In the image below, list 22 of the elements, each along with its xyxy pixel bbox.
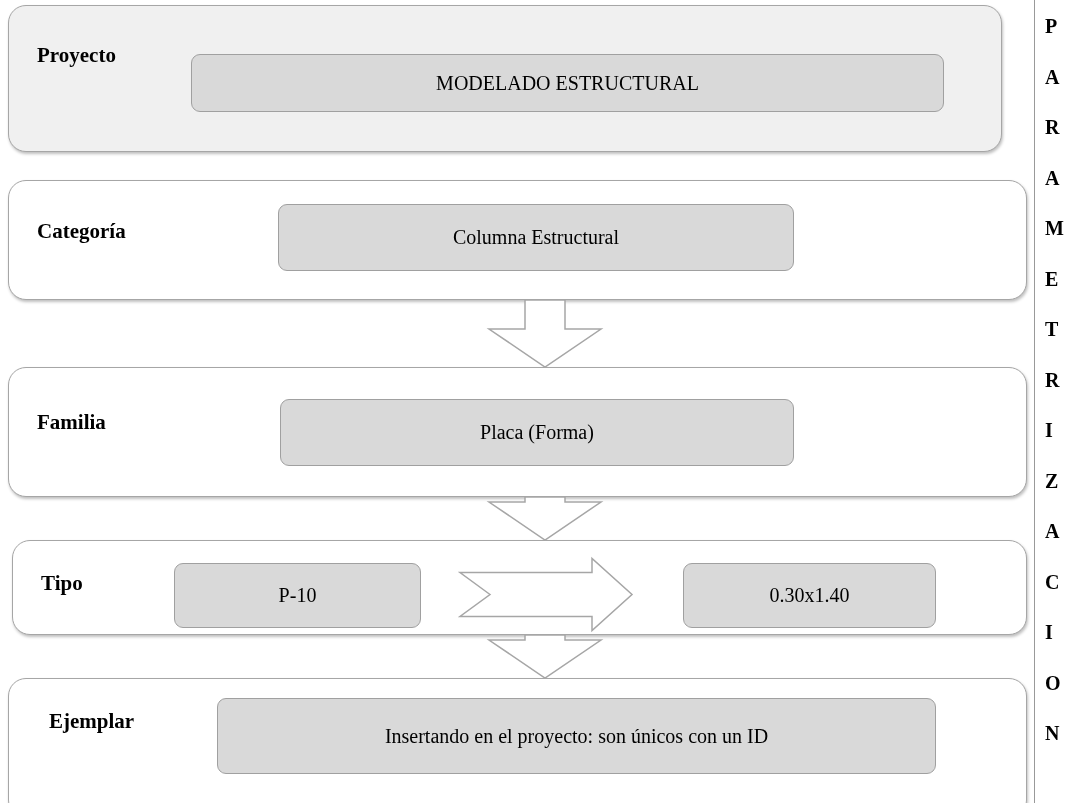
side-panel (1034, 0, 1065, 803)
value-box: Insertando en el proyecto: son únicos con un ID (217, 698, 936, 774)
block-arrow (486, 634, 604, 679)
level-heading: Proyecto (37, 43, 116, 68)
level-heading: Tipo (41, 571, 83, 596)
level-panel (8, 367, 1027, 497)
value-box: P-10 (174, 563, 421, 628)
level-heading: Familia (37, 410, 106, 435)
value-box: MODELADO ESTRUCTURAL (191, 54, 944, 112)
level-heading: Categoría (37, 219, 126, 244)
level-panel (8, 678, 1027, 803)
level-panel (8, 180, 1027, 300)
value-box: Columna Estructural (278, 204, 794, 271)
level-heading: Ejemplar (49, 709, 135, 734)
value-box: 0.30x1.40 (683, 563, 936, 628)
level-panel (8, 5, 1002, 152)
block-arrow (457, 556, 634, 633)
vertical-heading: PARAMETRIZACION (1045, 14, 1065, 746)
block-arrow (486, 496, 604, 541)
value-box: Placa (Forma) (280, 399, 794, 466)
level-panel (12, 540, 1027, 635)
block-arrow (486, 299, 604, 368)
